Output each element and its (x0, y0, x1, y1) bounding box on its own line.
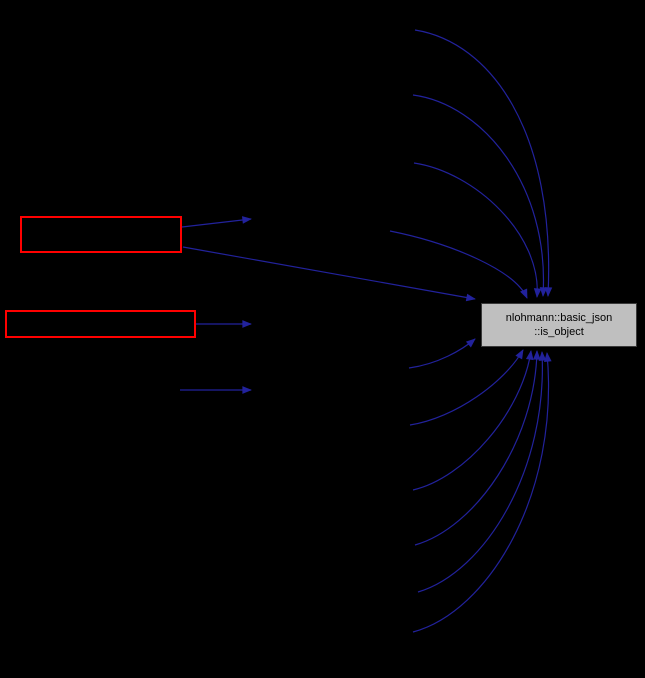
straight-edge-caller1-to-node (182, 246, 476, 302)
curved-edge-9 (417, 351, 547, 593)
curved-edge-3 (413, 162, 542, 298)
curved-edge-7 (412, 350, 534, 491)
target-node-is-object[interactable]: nlohmann::basic_json ::is_object (481, 303, 637, 347)
curved-edge-1 (414, 29, 553, 297)
caller-node-2[interactable] (5, 310, 196, 338)
curved-edge-4 (389, 230, 528, 299)
target-node-label-line2: ::is_object (534, 326, 584, 338)
caller-node-1[interactable] (20, 216, 182, 253)
curved-edge-10 (412, 352, 552, 633)
curved-edge-5 (408, 338, 476, 369)
curved-edge-2 (412, 94, 548, 297)
curved-edge-6 (409, 349, 524, 426)
short-arrow-1 (181, 216, 252, 228)
target-node-label-line1: nlohmann::basic_json (505, 312, 613, 324)
curved-edge-8 (414, 350, 541, 546)
